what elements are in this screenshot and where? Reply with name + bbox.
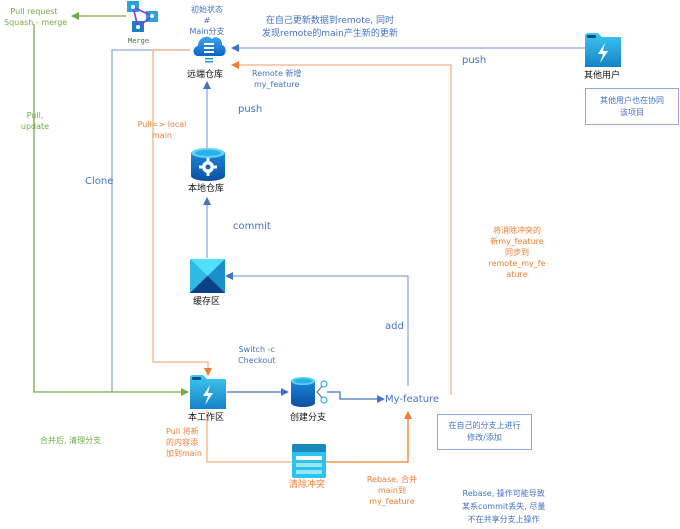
rebase-line <box>325 411 412 463</box>
clone-line <box>111 49 190 392</box>
merge-label: Merge <box>128 37 150 45</box>
clone-label: Clone <box>85 176 114 187</box>
pull-new-content-label: Pull 将新 的内容添 加到main <box>166 427 202 458</box>
switch-checkout-label: Switch -c Checkout <box>238 345 276 365</box>
remote-new-branch-label: Remote 新增 my_feature <box>252 69 302 89</box>
other-user-label: 其他用户 <box>584 71 621 81</box>
rebase-merge-label: Rebase, 合并 main到 my_feature <box>366 475 418 506</box>
create-branch-label: 创建分支 <box>290 413 327 423</box>
remote-repo-label: 远端仓库 <box>187 70 224 80</box>
workspace-icon <box>190 375 226 409</box>
create-branch-icon <box>290 375 330 409</box>
staging-icon <box>190 259 225 293</box>
own-branch-note: 在自己的分支上进行 修改/添加 <box>437 414 532 450</box>
staging-label: 缓存区 <box>193 297 221 307</box>
sync-remote-label: 将消除冲突的 新my_feature 同步到 remote_my_fe atur… <box>488 226 546 279</box>
cloud-icon <box>191 30 227 66</box>
add-line <box>225 272 409 386</box>
add-label: add <box>385 321 404 332</box>
my-feature-label: My-feature <box>385 394 440 405</box>
workspace-label: 本工作区 <box>188 413 225 423</box>
merge-icon <box>126 1 161 35</box>
pull-update-line <box>33 24 189 396</box>
remote-update-note: 在自己更新数据到remote, 同时 发现remote的main产生新的更新 <box>262 16 398 39</box>
commit-label: commit <box>233 221 271 232</box>
cleanup-branch-label: 合并后, 清理分支 <box>40 436 102 445</box>
initial-state-label: 初始状态 # Main分支 <box>189 5 225 36</box>
pull-local-main-label: Pull=> local main <box>137 120 187 140</box>
other-user-note: 其他用户也在协同 该项目 <box>585 88 679 125</box>
other-user-icon <box>585 33 621 67</box>
local-repo-icon <box>190 147 226 181</box>
pull-request-label: Pull request Squash - merge <box>4 7 68 27</box>
push-other-label: push <box>462 55 487 66</box>
pull-new-content-line <box>206 410 292 463</box>
branch-feature-line <box>327 391 385 403</box>
resolve-conflict-label: 清除冲突 <box>289 480 326 490</box>
resolve-conflict-icon <box>292 444 326 478</box>
local-repo-label: 本地仓库 <box>188 184 225 194</box>
push-local-label: push <box>238 104 263 115</box>
rebase-warning-label: Rebase, 操作可能导致 某系commit丢失, 尽量 不在共享分支上操作 <box>462 489 546 524</box>
pull-local-line <box>152 49 212 376</box>
pull-update-label: Pull, update <box>20 111 50 131</box>
sync-remote-line <box>231 61 452 395</box>
